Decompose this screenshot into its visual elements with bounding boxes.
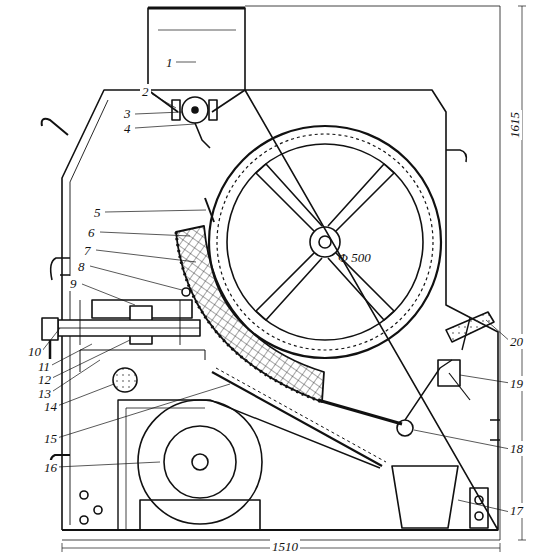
dimension-label: Φ 500 [336,250,373,265]
callout-number: 3 [122,106,133,121]
callout-number: 4 [122,121,133,136]
callout-number: 2 [140,84,151,99]
callout-number: 8 [76,259,87,274]
callout-number: 20 [508,334,525,349]
callout-number: 7 [82,243,93,258]
callout-number: 16 [42,460,59,475]
callout-number: 9 [68,276,79,291]
callout-number: 14 [42,399,59,414]
callout-number: 5 [92,205,103,220]
dimension-label: 1615 [507,110,522,140]
callout-number: 6 [86,225,97,240]
callout-number: 17 [508,503,525,518]
dimension-label: 1510 [270,539,300,554]
callout-number: 10 [26,344,43,359]
callout-number: 18 [508,441,525,456]
callout-number: 12 [36,372,53,387]
callout-number: 15 [42,431,59,446]
callout-number: 19 [508,376,525,391]
callout-number: 1 [164,55,175,70]
